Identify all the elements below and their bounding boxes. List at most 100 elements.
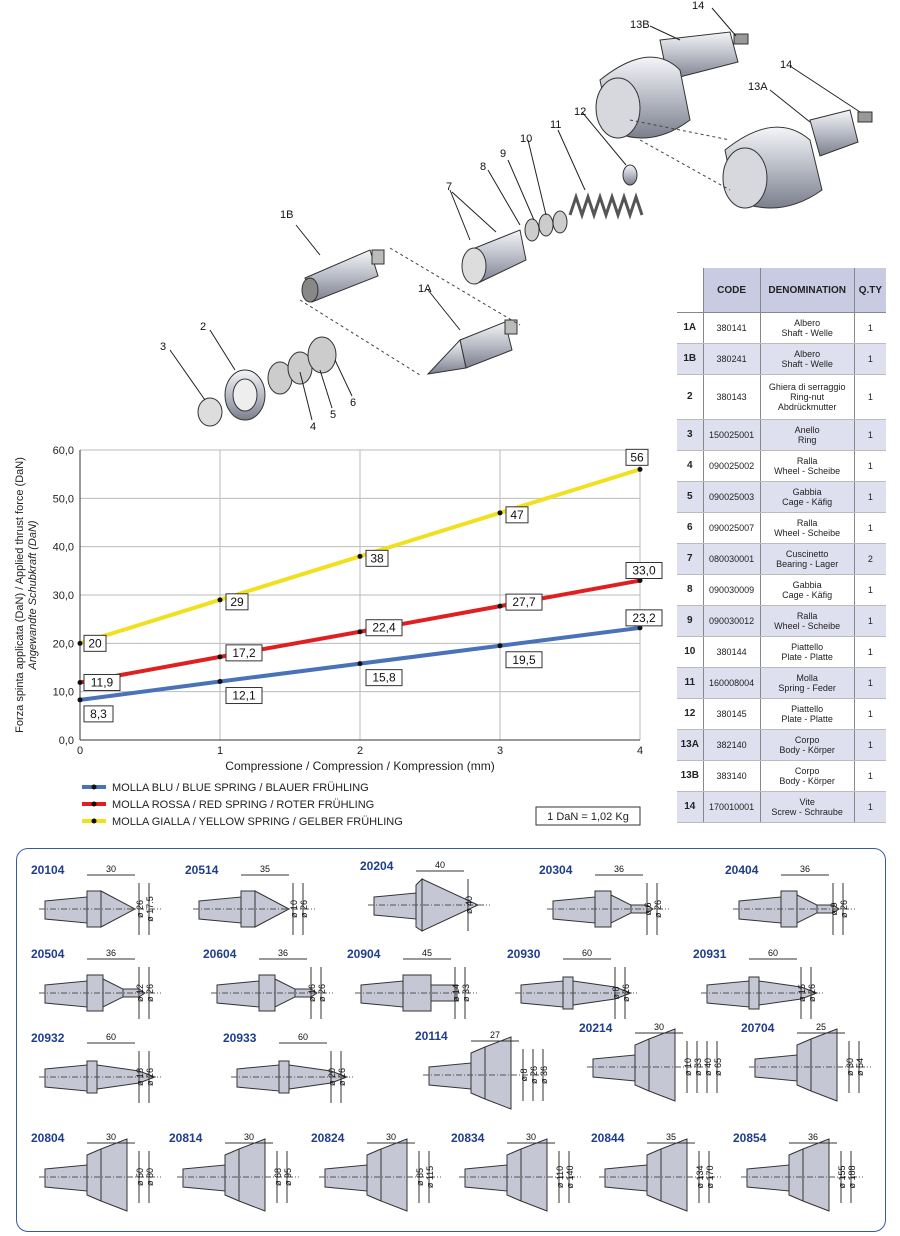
tool-diameter-label: ø 110 (555, 1166, 565, 1188)
shaft-1b-part (301, 249, 385, 303)
tool-code: 20504 (31, 947, 65, 961)
tool-head (758, 980, 819, 1006)
tool-diameter-label: ø 188 (847, 1165, 857, 1188)
x-tick-label: 0 (77, 745, 83, 757)
y-tick-label: 50,0 (53, 493, 74, 505)
data-label: 38 (370, 551, 384, 565)
part-qty: 1 (853, 667, 886, 699)
tool-length-label: 25 (816, 1022, 826, 1032)
tool-shank (754, 1054, 798, 1082)
x-tick-label: 1 (217, 745, 223, 757)
x-tick-label: 4 (637, 745, 643, 757)
denomination-line: Gabbia (792, 580, 822, 590)
part-qty: 1 (853, 512, 886, 544)
tool-head (366, 1138, 408, 1212)
denomination-line: Plate - Platte (781, 714, 833, 724)
tool-code: 20844 (591, 1131, 625, 1145)
tool-shank (552, 896, 596, 924)
legend-marker (91, 818, 97, 824)
denomination-line: Bearing - Lager (776, 559, 839, 569)
part-ref: 12 (677, 698, 704, 730)
callout-1b: 1B (280, 209, 293, 221)
data-point (497, 510, 503, 516)
data-point (217, 597, 223, 603)
part-qty: 1 (853, 574, 886, 606)
tool-head (634, 1028, 676, 1102)
denomination-line: Wheel - Scheibe (774, 528, 841, 538)
tool-diameter-label: ø 40 (464, 896, 474, 914)
part-qty: 1 (853, 636, 886, 668)
data-label-box (625, 448, 649, 466)
tool-code: 20604 (203, 947, 237, 961)
data-label: 15,8 (372, 671, 396, 685)
part-qty: 1 (853, 698, 886, 730)
part-code: 090030009 (702, 574, 761, 606)
part-code: 170010001 (702, 791, 761, 823)
x-tick-label: 3 (497, 745, 503, 757)
spring-part (568, 164, 644, 220)
denomination-line: Ralla (796, 518, 818, 528)
data-label-box (625, 562, 663, 579)
tool-diameter-label: ø 26 (145, 984, 155, 1002)
denomination-line: Cage - Käfig (782, 590, 833, 600)
tool-diameter-label: ø 140 (565, 1165, 575, 1188)
data-label-box (505, 593, 543, 611)
data-point (77, 697, 83, 703)
tool-code: 20904 (347, 947, 381, 961)
tool-diameter-label: ø 16 (307, 984, 317, 1002)
part-ref: 13A (677, 729, 704, 761)
part-code: 090030012 (702, 605, 761, 637)
data-label-box (83, 673, 121, 691)
tool-diameter-label: ø 134 (695, 1165, 705, 1188)
part-code: 150025001 (702, 419, 761, 451)
denomination-line: Albero (794, 318, 821, 328)
callout-9: 9 (500, 148, 506, 160)
data-label-box (365, 619, 403, 637)
tool-code: 20931 (693, 947, 727, 961)
y-tick-label: 60,0 (53, 445, 74, 457)
data-point (497, 603, 503, 609)
tool-diameter-label: ø 95 (283, 1168, 293, 1186)
tool-diameter-label: ø 33 (461, 984, 471, 1002)
denomination-line: Body - Körper (779, 745, 835, 755)
part-code: 380141 (702, 312, 761, 344)
data-label: 33,0 (632, 564, 656, 578)
tool-diameter-label: ø 26 (807, 984, 817, 1002)
legend-label: MOLLA ROSSA / RED SPRING / ROTER FRÜHLIN… (112, 799, 374, 811)
tool-diameter-label: ø 65 (713, 1058, 723, 1076)
tool-diameter-label: ø 10 (683, 1058, 693, 1076)
part-code: 090025002 (702, 450, 761, 482)
ref-header (677, 268, 704, 313)
data-point (637, 466, 643, 472)
legend-marker (91, 784, 97, 790)
assembly-guide-lines (299, 119, 731, 376)
tool-length-label: 35 (260, 864, 270, 874)
tool-diameter-label: ø 26 (653, 900, 663, 918)
data-label-box (625, 609, 663, 627)
denomination-line: Abdrückmutter (777, 402, 837, 412)
part-ref: 8 (677, 574, 704, 606)
tool-diameter-label: ø 8 (519, 1068, 529, 1081)
tool-code: 20304 (539, 863, 573, 877)
y-tick-label: 20,0 (53, 638, 74, 650)
tool-shank (236, 1064, 280, 1092)
